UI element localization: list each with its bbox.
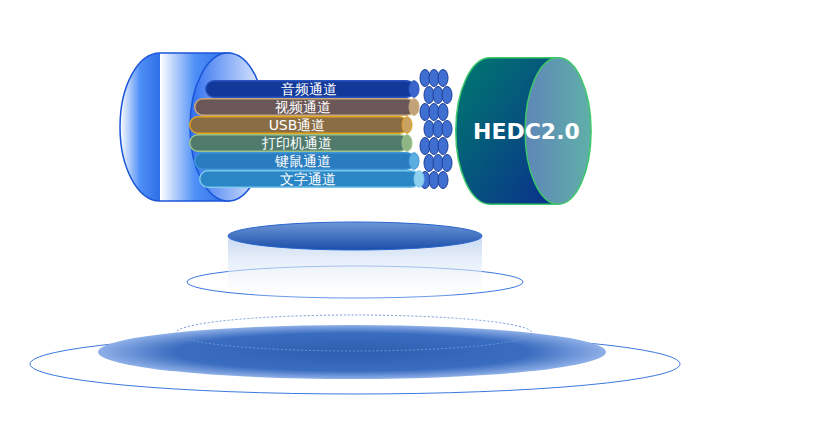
platform-upper xyxy=(187,222,523,300)
cylinder-edge xyxy=(160,52,230,54)
channel-label: USB通道 xyxy=(269,117,326,133)
channel-label: 音频通道 xyxy=(281,81,337,97)
channel-label: 键鼠通道 xyxy=(275,153,331,169)
cable-bundle-ends xyxy=(420,70,452,189)
cable-end xyxy=(438,104,448,121)
tube-body xyxy=(190,117,408,134)
channel-label: 视频通道 xyxy=(275,99,331,115)
cylinder-edge xyxy=(160,200,230,202)
hedc-cylinder: HEDC2.0 xyxy=(455,57,592,205)
cable-end xyxy=(438,172,448,189)
tube-body xyxy=(200,171,420,188)
device-label: HEDC2.0 xyxy=(473,119,580,144)
tube-cap xyxy=(402,135,412,152)
channel-tube: USB通道 xyxy=(189,116,413,134)
tube-body xyxy=(190,135,408,152)
tube-body xyxy=(195,99,415,116)
tube-cap xyxy=(409,153,419,170)
cylinder-back xyxy=(120,53,160,201)
tube-body xyxy=(206,81,415,98)
channel-tube: 视频通道 xyxy=(194,98,420,116)
cable-end xyxy=(442,121,452,138)
cable-end xyxy=(442,155,452,172)
platform-disk xyxy=(98,325,606,379)
tube-body xyxy=(195,153,415,170)
cable-end xyxy=(438,138,448,155)
channel-tube: 键鼠通道 xyxy=(194,152,420,170)
channel-tube: 音频通道 xyxy=(205,80,420,98)
tube-cap xyxy=(409,81,419,98)
channel-tube: 打印机通道 xyxy=(189,134,413,152)
platform-top xyxy=(228,222,482,250)
channel-tube: 文字通道 xyxy=(199,170,425,188)
tube-cap xyxy=(409,99,419,116)
channel-label: 打印机通道 xyxy=(262,135,332,151)
platform-lower xyxy=(30,315,680,394)
tube-cap xyxy=(414,171,424,188)
channel-label: 文字通道 xyxy=(280,171,336,187)
platform-dashed-ring xyxy=(176,315,532,351)
cable-end xyxy=(438,70,448,87)
tube-cap xyxy=(402,117,412,134)
cable-end xyxy=(442,87,452,104)
